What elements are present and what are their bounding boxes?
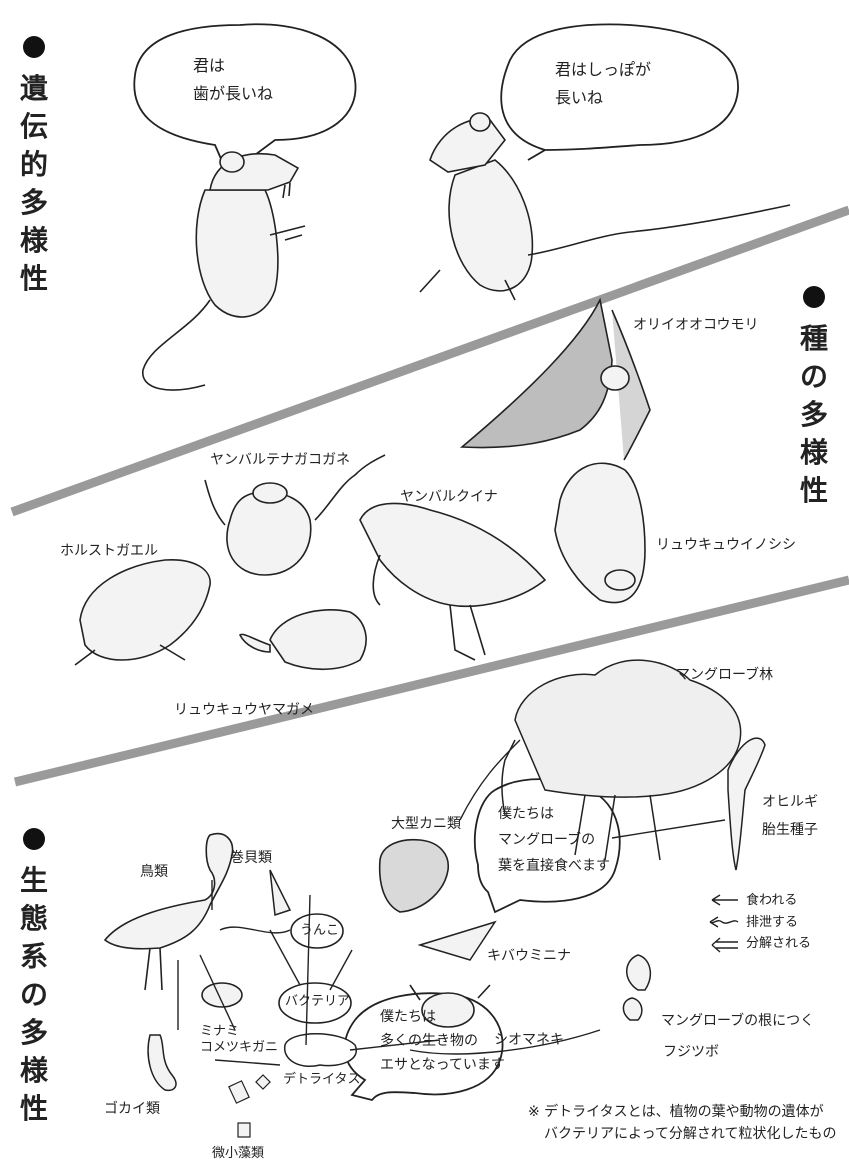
label-boar: リュウキュウイノシシ <box>656 537 796 553</box>
species-diversity-heading: 種 の 多 様 性 <box>794 286 834 510</box>
okinawa-rail <box>359 502 547 661</box>
kibau-snail <box>417 920 497 961</box>
arrow-excrete <box>709 916 739 928</box>
ecosystem-diversity-heading: 生 態 系 の 多 様 性 <box>14 828 54 1129</box>
footnote: ※ デトライタスとは、植物の葉や動物の遺体が バクテリアによって分解されて粒状化… <box>528 1104 837 1143</box>
rat-long-teeth <box>142 151 306 391</box>
label-algae: 微小藻類 <box>212 1146 265 1161</box>
label-shiomaneki: シオマネキ <box>494 1032 564 1048</box>
poop-ellipse <box>290 913 344 949</box>
label-barnacle-1: マングローブの根につく <box>661 1013 815 1029</box>
bubble-crab <box>474 778 621 914</box>
detritus-blob <box>284 1033 358 1067</box>
rat1-speech: 君は 歯が長いね <box>193 56 274 103</box>
arrow-decompose <box>711 937 738 953</box>
rat2-speech: 君はしっぽが 長いね <box>555 60 652 107</box>
snail <box>269 869 292 917</box>
bullet-dot <box>803 286 825 308</box>
bullet-dot <box>23 828 45 850</box>
mangrove-seed <box>727 737 766 871</box>
label-snails: 巻貝類 <box>230 850 272 866</box>
crab-speech: 僕たちは マングローブの 葉を直接食べます <box>498 806 610 874</box>
bubble-rat2 <box>500 23 739 161</box>
label-beetle: ヤンバルテナガコガネ <box>210 452 350 468</box>
bat <box>459 297 651 461</box>
rat-long-tail <box>419 112 791 301</box>
label-ohirugi: オヒルギ <box>762 794 818 810</box>
fiddler-crab <box>409 984 491 1028</box>
divider-2 <box>13 575 849 787</box>
mangrove-trees <box>501 659 742 861</box>
food-web-arrows <box>177 739 726 1066</box>
beetle <box>204 454 386 576</box>
turtle <box>239 609 367 671</box>
bubble-rat1 <box>133 23 357 177</box>
label-bacteria: バクテリア <box>285 994 351 1009</box>
divider-1 <box>10 205 849 517</box>
detritus-speech: 僕たちは 多くの生き物の エサとなっています <box>380 1009 505 1073</box>
worm <box>147 1034 177 1092</box>
legend-arrows <box>709 894 739 953</box>
wild-boar <box>554 462 646 604</box>
label-seed: 胎生種子 <box>762 822 818 838</box>
legend-excrete: 排泄する <box>746 915 799 930</box>
label-barnacle-2: フジツボ <box>663 1044 719 1060</box>
label-detritus: デトライタス <box>283 1072 361 1087</box>
label-poop: うんこ <box>300 923 340 938</box>
label-minami-2: コメツキガニ <box>200 1040 279 1055</box>
label-big-crab: 大型カニ類 <box>391 816 461 832</box>
algae <box>228 1074 271 1138</box>
label-rail: ヤンバルクイナ <box>400 489 498 505</box>
soldier-crab <box>201 982 243 1008</box>
label-bat: オリイオオコウモリ <box>633 317 759 333</box>
label-worm: ゴカイ類 <box>104 1101 160 1117</box>
heron <box>103 833 234 991</box>
genetic-diversity-heading: 遺 伝 的 多 様 性 <box>14 36 54 298</box>
label-frog: ホルストガエル <box>60 543 158 559</box>
barnacle <box>622 954 652 1021</box>
label-minami-1: ミナミ <box>200 1024 240 1039</box>
bacteria-ellipse <box>278 982 352 1024</box>
label-mangrove-forest: マングローブ林 <box>676 667 774 683</box>
frog <box>74 559 211 666</box>
label-turtle: リュウキュウヤマガメ <box>174 702 314 718</box>
big-crab <box>378 838 449 913</box>
arrow-eaten <box>711 894 738 906</box>
label-birds: 鳥類 <box>140 864 168 880</box>
legend-eaten: 食われる <box>746 893 798 908</box>
label-kibau: キバウミニナ <box>487 948 571 964</box>
legend-decompose: 分解される <box>746 936 812 951</box>
bullet-dot <box>23 36 45 58</box>
